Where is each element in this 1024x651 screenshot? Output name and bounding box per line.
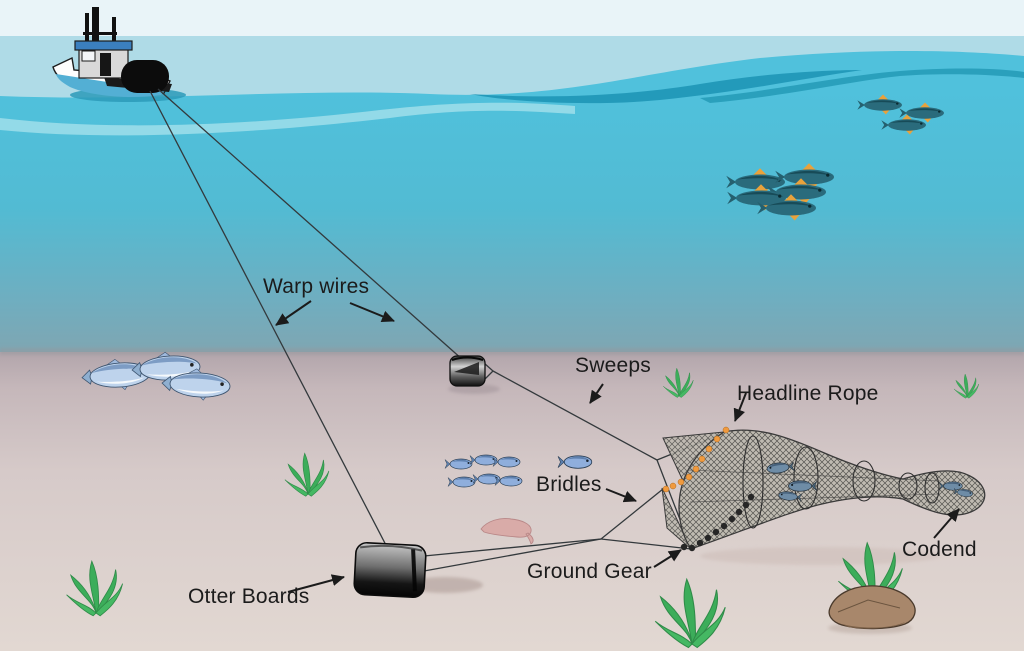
net-lacing (687, 469, 941, 503)
cabin-door (100, 53, 111, 76)
fishing-vessel (52, 7, 186, 102)
cabin-window (81, 50, 96, 62)
annotation-arrows (275, 300, 960, 593)
arrow-warp-wire-left (275, 300, 312, 326)
sweep-lower-b (423, 538, 602, 572)
arrow-ground-gear (653, 549, 682, 568)
sea-cucumber (480, 518, 534, 545)
wave-light-streak (0, 102, 575, 136)
wave-dark-line-right (700, 68, 1024, 103)
otter-board-left (353, 541, 427, 599)
seafloor-edge (0, 348, 1024, 355)
wave-dark-patch (470, 70, 862, 104)
bridle-lower-top (600, 488, 664, 540)
headline-float-line (662, 426, 730, 493)
sweep-lower-a (423, 538, 602, 557)
label-codend: Codend (902, 538, 977, 561)
warp-wire-starboard (157, 88, 464, 361)
ground-gear-footrope (680, 493, 755, 552)
sky (0, 0, 1024, 36)
label-warp-wires: Warp wires (263, 275, 370, 298)
arrow-bridles (605, 488, 637, 503)
trawl-net (661, 426, 986, 552)
bridle-lower-bottom (600, 538, 692, 550)
label-ground-gear: Ground Gear (527, 560, 652, 583)
label-otter-boards: Otter Boards (188, 585, 310, 608)
arrow-codend (933, 508, 960, 539)
otter-board-right (449, 355, 486, 387)
warp-wire-port (149, 90, 389, 550)
net-hoops (742, 435, 940, 529)
otter-board-left-shadow (407, 577, 483, 593)
arrow-headline-rope (733, 392, 747, 422)
mast-crossbar (83, 32, 117, 35)
sweep-upper (492, 370, 658, 461)
net-drum-icon (121, 60, 169, 93)
arrow-sweeps (589, 383, 604, 404)
exhaust-stack-icon (92, 7, 99, 47)
label-headline-rope: Headline Rope (737, 382, 879, 405)
rock (828, 585, 916, 630)
mast-icon (85, 13, 89, 47)
net-shadow (700, 547, 940, 565)
label-bridles: Bridles (536, 473, 602, 496)
cabin-roof (74, 40, 133, 51)
arrow-warp-wire-right (349, 302, 395, 323)
rigging-lines (149, 88, 725, 572)
arrow-otter-boards (287, 574, 345, 593)
label-sweeps: Sweeps (575, 354, 651, 377)
